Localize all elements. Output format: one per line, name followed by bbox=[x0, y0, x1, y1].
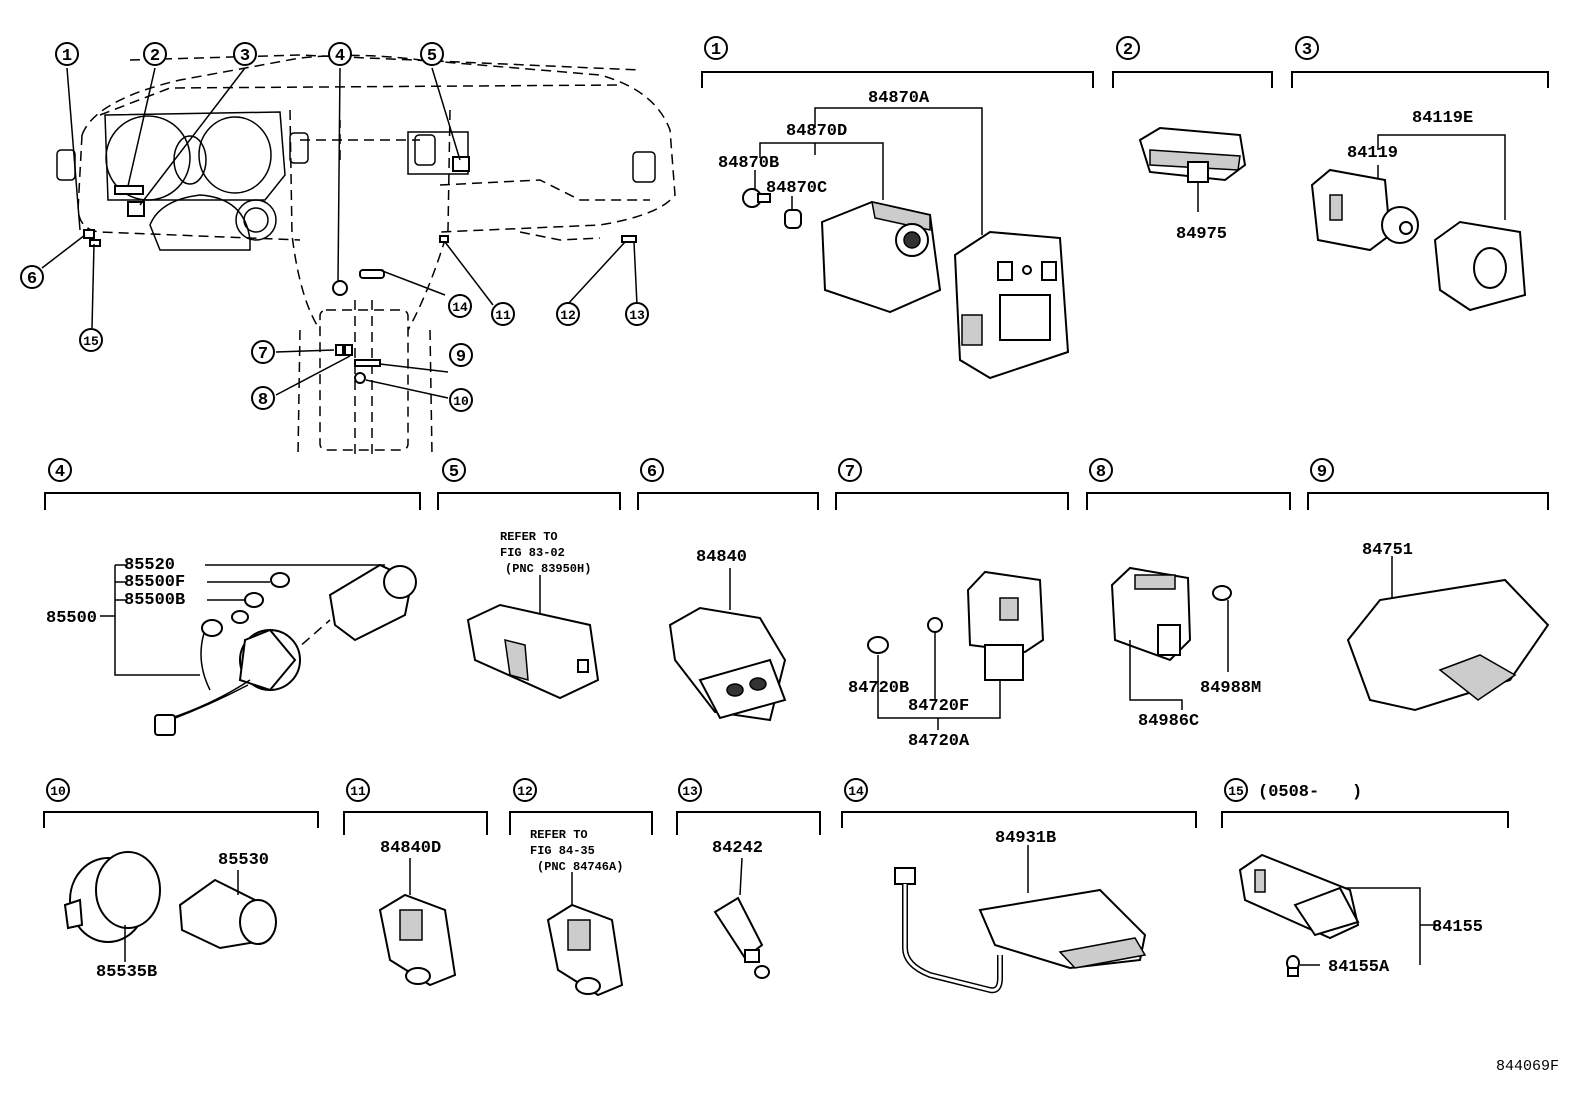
callout-10: 10 bbox=[453, 394, 469, 409]
section-12-num: 12 bbox=[517, 784, 533, 799]
part-84840: 84840 bbox=[696, 548, 747, 567]
section-1-num: 1 bbox=[711, 41, 721, 60]
section-14-num: 14 bbox=[848, 784, 864, 799]
part-84870B: 84870B bbox=[718, 154, 779, 173]
part-84988M: 84988M bbox=[1200, 679, 1261, 698]
section-8-num: 8 bbox=[1096, 463, 1106, 482]
section-5-num: 5 bbox=[449, 463, 459, 482]
section-13-num: 13 bbox=[682, 784, 698, 799]
section-14: 84931B bbox=[894, 829, 1147, 994]
part-84720A: 84720A bbox=[908, 732, 970, 751]
part-84840D: 84840D bbox=[380, 839, 441, 858]
refer-12-line2: FIG 84-35 bbox=[530, 844, 595, 858]
section-7-num: 7 bbox=[845, 463, 855, 482]
section-1: 84870A 84870D 84870B 84870C bbox=[718, 89, 1070, 380]
section-15-num: 15 bbox=[1228, 784, 1244, 799]
section-2: 84975 bbox=[1138, 126, 1247, 244]
section-6-num: 6 bbox=[647, 463, 657, 482]
part-84870C: 84870C bbox=[766, 179, 827, 198]
section-4: 85520 85500F 85500B 85500 bbox=[46, 556, 417, 736]
part-84720F: 84720F bbox=[908, 697, 969, 716]
section-15: 84155 84155A bbox=[1238, 853, 1483, 977]
refer-5-line3: (PNC 83950H) bbox=[505, 562, 591, 576]
refer-5-line1: REFER TO bbox=[500, 530, 558, 544]
section-15-range: (0508- bbox=[1258, 783, 1319, 802]
callout-12: 12 bbox=[560, 308, 576, 323]
part-85500: 85500 bbox=[46, 609, 97, 628]
part-85535B: 85535B bbox=[96, 963, 157, 982]
section-9: 84751 bbox=[1346, 541, 1550, 712]
part-85500B: 85500B bbox=[124, 591, 185, 610]
section-10-num: 10 bbox=[50, 784, 66, 799]
section-12: REFER TO FIG 84-35 (PNC 84746A) bbox=[530, 828, 623, 997]
section-3-num: 3 bbox=[1302, 41, 1312, 60]
part-84119E: 84119E bbox=[1412, 109, 1473, 128]
callout-8: 8 bbox=[258, 391, 268, 410]
part-84751: 84751 bbox=[1362, 541, 1413, 560]
section-5: REFER TO FIG 83-02 (PNC 83950H) bbox=[466, 530, 600, 700]
refer-12-line3: (PNC 84746A) bbox=[537, 860, 623, 874]
section-11: 84840D bbox=[378, 839, 457, 987]
part-84931B: 84931B bbox=[995, 829, 1056, 848]
section-13: 84242 bbox=[712, 839, 770, 979]
section-4-num: 4 bbox=[55, 463, 65, 482]
callout-14: 14 bbox=[452, 300, 468, 315]
dashboard-overview bbox=[41, 54, 676, 456]
part-84155A: 84155A bbox=[1328, 958, 1390, 977]
callout-4: 4 bbox=[335, 47, 345, 66]
part-85500F: 85500F bbox=[124, 573, 185, 592]
callout-1: 1 bbox=[62, 47, 72, 66]
callout-13: 13 bbox=[629, 308, 645, 323]
refer-5-line2: FIG 83-02 bbox=[500, 546, 565, 560]
part-85530: 85530 bbox=[218, 851, 269, 870]
section-15-range-close: ) bbox=[1352, 783, 1362, 802]
section-10: 85530 85535B bbox=[63, 851, 277, 982]
callout-5: 5 bbox=[427, 47, 437, 66]
section-9-num: 9 bbox=[1317, 463, 1327, 482]
section-7: 84720B 84720F 84720A bbox=[848, 570, 1045, 751]
refer-12-line1: REFER TO bbox=[530, 828, 588, 842]
section-brackets bbox=[43, 71, 1549, 835]
section-3: 84119E 84119 bbox=[1310, 109, 1527, 312]
callout-3: 3 bbox=[240, 47, 250, 66]
callout-2: 2 bbox=[150, 47, 160, 66]
section-8: 84988M 84986C bbox=[1110, 566, 1261, 731]
callout-6: 6 bbox=[27, 270, 37, 289]
diagram-code: 844069F bbox=[1496, 1058, 1559, 1075]
part-84242: 84242 bbox=[712, 839, 763, 858]
part-85520: 85520 bbox=[124, 556, 175, 575]
part-84870D: 84870D bbox=[786, 122, 847, 141]
part-84155: 84155 bbox=[1432, 918, 1483, 937]
part-84720B: 84720B bbox=[848, 679, 909, 698]
callout-7: 7 bbox=[258, 345, 268, 364]
overview-callouts: 1 2 3 4 5 6 7 8 9 10 11 14 12 13 15 bbox=[20, 42, 649, 412]
callout-11: 11 bbox=[495, 308, 511, 323]
section-11-num: 11 bbox=[350, 784, 366, 799]
part-84870A: 84870A bbox=[868, 89, 930, 108]
callout-15: 15 bbox=[83, 334, 99, 349]
part-84119: 84119 bbox=[1347, 144, 1398, 163]
part-84986C: 84986C bbox=[1138, 712, 1199, 731]
callout-9: 9 bbox=[456, 348, 466, 367]
part-84975: 84975 bbox=[1176, 225, 1227, 244]
section-2-num: 2 bbox=[1123, 41, 1133, 60]
section-callouts: 1 2 3 4 5 6 7 8 9 10 11 12 13 14 15 (050… bbox=[46, 36, 1362, 802]
section-6: 84840 bbox=[668, 548, 787, 722]
